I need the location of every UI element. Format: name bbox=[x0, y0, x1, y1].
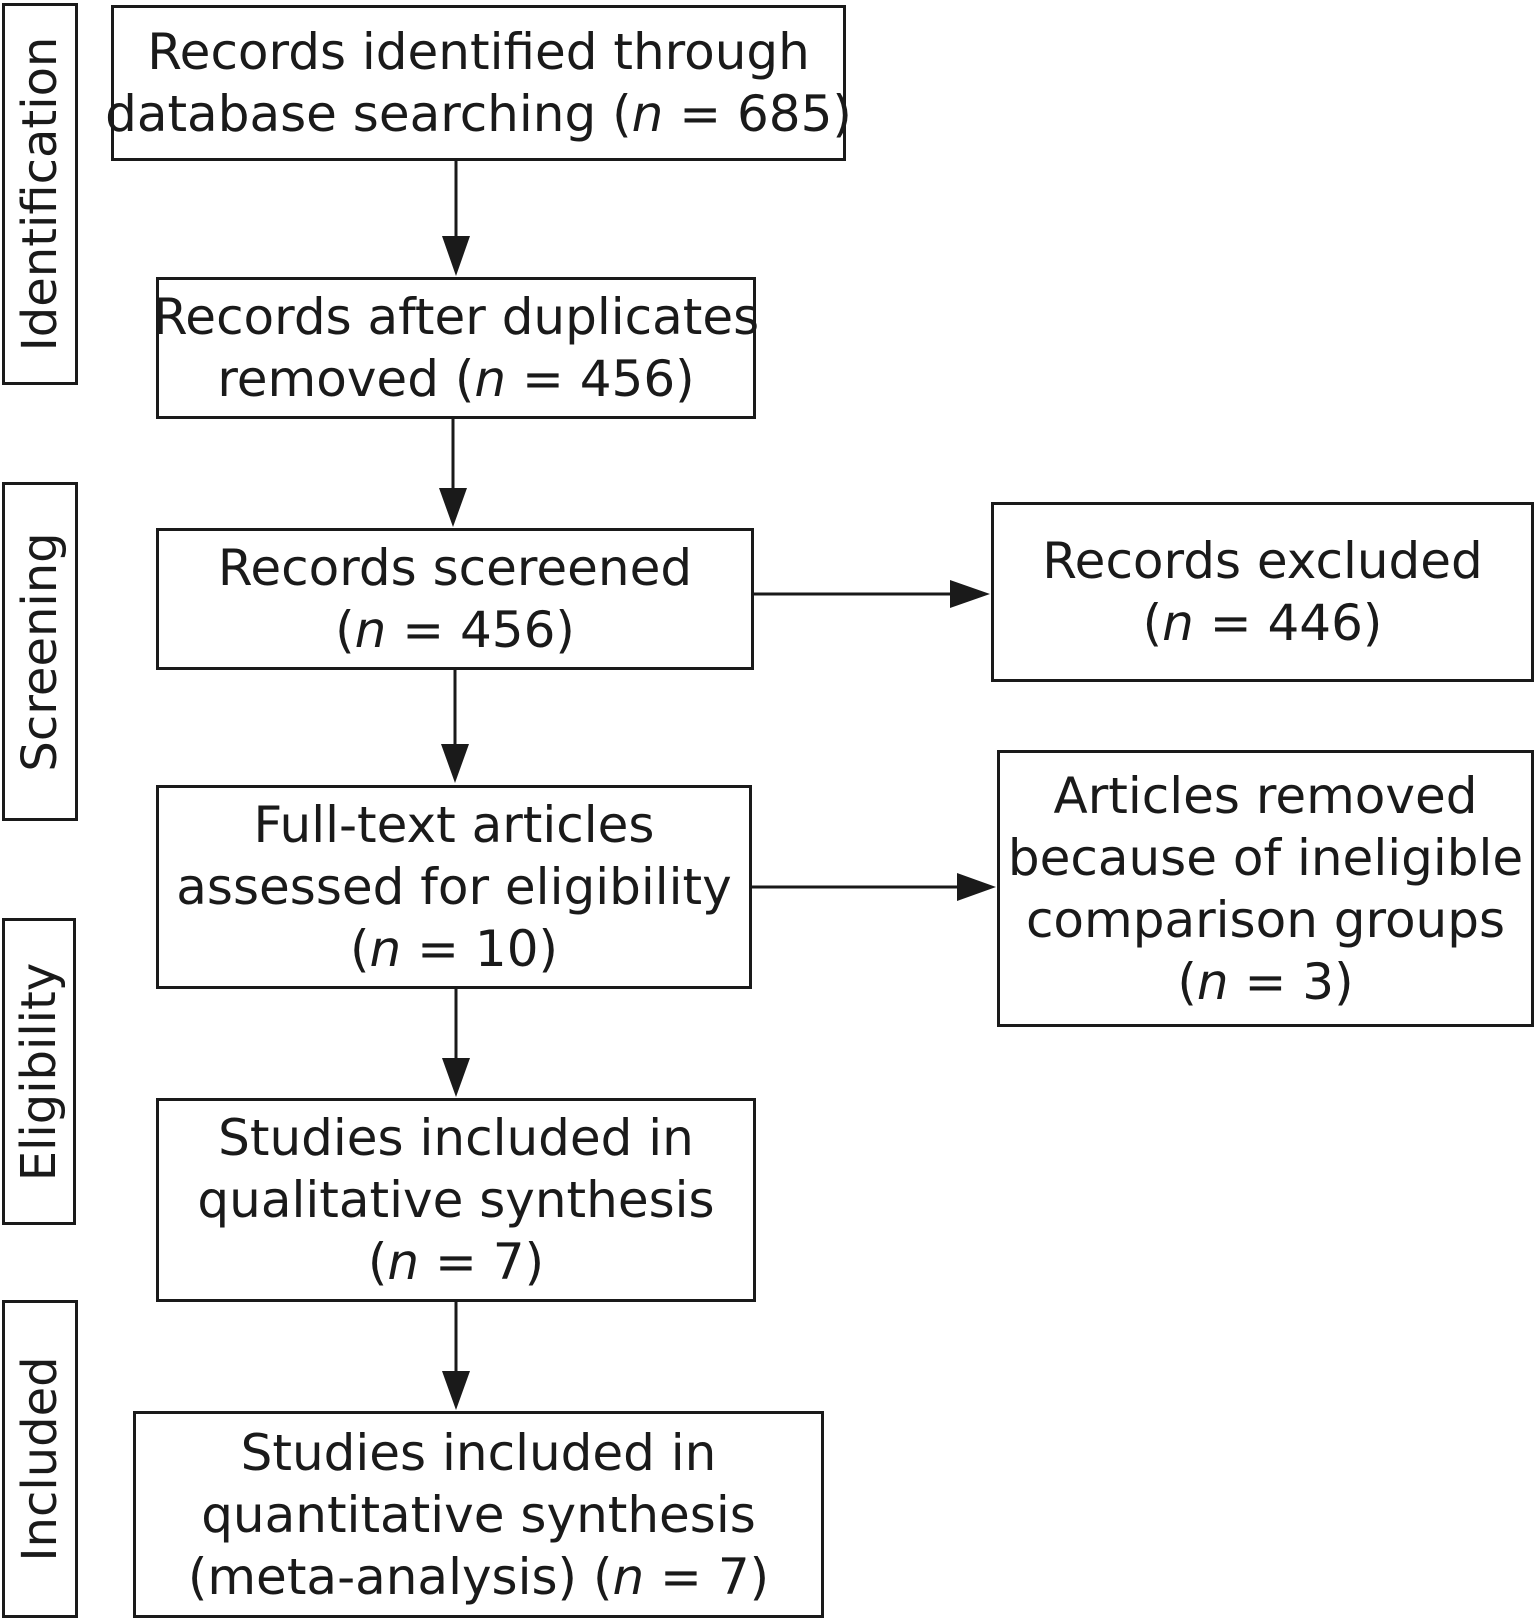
box-full-text-assessed: Full-text articles assessed for eligibil… bbox=[156, 785, 752, 989]
box-qualitative-line1: Studies included in bbox=[218, 1109, 694, 1167]
stage-included: Included bbox=[2, 1300, 78, 1618]
box-articles-removed: Articles removed because of ineligible c… bbox=[997, 750, 1534, 1027]
stage-eligibility: Eligibility bbox=[2, 918, 76, 1225]
box-records-screened: Records scereened (n = 456) bbox=[156, 528, 754, 670]
box-excluded-line1: Records excluded bbox=[1042, 532, 1483, 590]
box-removed-line1: Articles removed bbox=[1053, 766, 1478, 825]
box-quantitative-synthesis: Studies included in quantitative synthes… bbox=[133, 1411, 824, 1618]
box-removed-line2: because of ineligible bbox=[1007, 828, 1524, 887]
box-quantitative-line2: quantitative synthesis bbox=[201, 1485, 756, 1544]
box-qualitative-synthesis: Studies included in qualitative synthesi… bbox=[156, 1098, 756, 1302]
arrowhead-qualitative-to-quantitative bbox=[442, 1371, 470, 1410]
box-quantitative-line1: Studies included in bbox=[240, 1423, 717, 1482]
box-records-after-duplicates: Records after duplicates removed (n = 45… bbox=[152, 277, 760, 419]
box-after-duplicates-line1: Records after duplicates bbox=[152, 288, 760, 346]
box-records-excluded: Records excluded (n = 446) bbox=[991, 502, 1534, 682]
box-screened-line1: Records scereened bbox=[217, 539, 693, 597]
arrowhead-identified-to-duplicates bbox=[442, 236, 470, 276]
box-full-text-line1: Full-text articles bbox=[253, 796, 655, 854]
arrowhead-duplicates-to-screened bbox=[439, 488, 467, 527]
arrowhead-screened-to-excluded bbox=[950, 580, 990, 608]
box-full-text-line2: assessed for eligibility bbox=[176, 858, 732, 916]
arrowhead-screened-to-fulltext bbox=[441, 744, 469, 783]
stage-identification: Identification bbox=[2, 3, 78, 385]
stage-screening: Screening bbox=[2, 482, 78, 821]
box-records-identified: Records identified through database sear… bbox=[105, 5, 852, 161]
arrowhead-fulltext-to-qualitative bbox=[442, 1058, 470, 1097]
box-removed-line3: comparison groups bbox=[1025, 890, 1506, 949]
box-records-identified-line1: Records identified through bbox=[147, 23, 810, 81]
arrowhead-fulltext-to-removed bbox=[957, 873, 996, 901]
box-qualitative-line2: qualitative synthesis bbox=[197, 1171, 715, 1229]
